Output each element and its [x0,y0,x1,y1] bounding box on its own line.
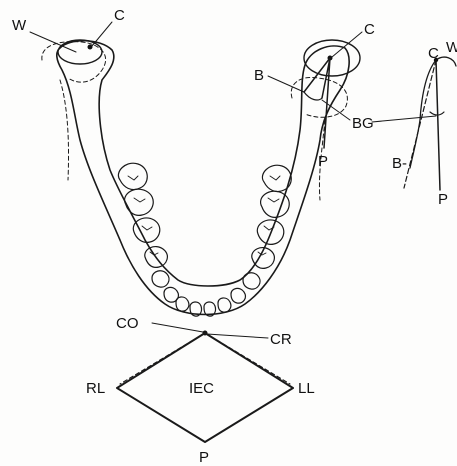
label-ll: LL [298,380,315,397]
tooth-fissures [128,176,280,255]
leader-co [152,323,203,332]
iec-dashed-paths [120,333,290,384]
mandible-outline [57,41,349,315]
right-condyle-dashed-outline [291,77,347,200]
tooth [243,273,260,289]
label-p-inset: P [438,191,448,208]
label-w-left: W [12,17,27,34]
leader-bg-inset [372,116,436,122]
label-iec: IEC [189,380,214,397]
left-condyle-point-c [88,45,93,50]
left-condyle [58,40,102,64]
tooth [218,298,231,312]
label-c-left: C [114,7,125,24]
inset-condyle-path [372,57,456,190]
label-cr: CR [270,331,292,348]
right-bg-arc [304,92,322,100]
label-b-right: B [254,67,264,84]
tooth [125,189,154,215]
label-rl: RL [86,380,105,397]
label-p-bottom: P [199,449,209,466]
label-w-inset: W [446,39,457,56]
tooth [152,271,169,287]
leader-c-right [332,32,362,57]
leader-cr [207,334,268,338]
leader-c-left [92,22,112,46]
leader-b-right [268,76,304,92]
label-bg: BG [352,115,374,132]
tooth [261,191,290,217]
label-b-inset: B- [392,155,407,172]
label-co: CO [116,315,139,332]
label-c-right: C [364,21,375,38]
label-p-right: P [318,153,328,170]
tooth [231,288,245,303]
tooth [118,163,147,189]
label-c-inset: C [428,45,439,62]
